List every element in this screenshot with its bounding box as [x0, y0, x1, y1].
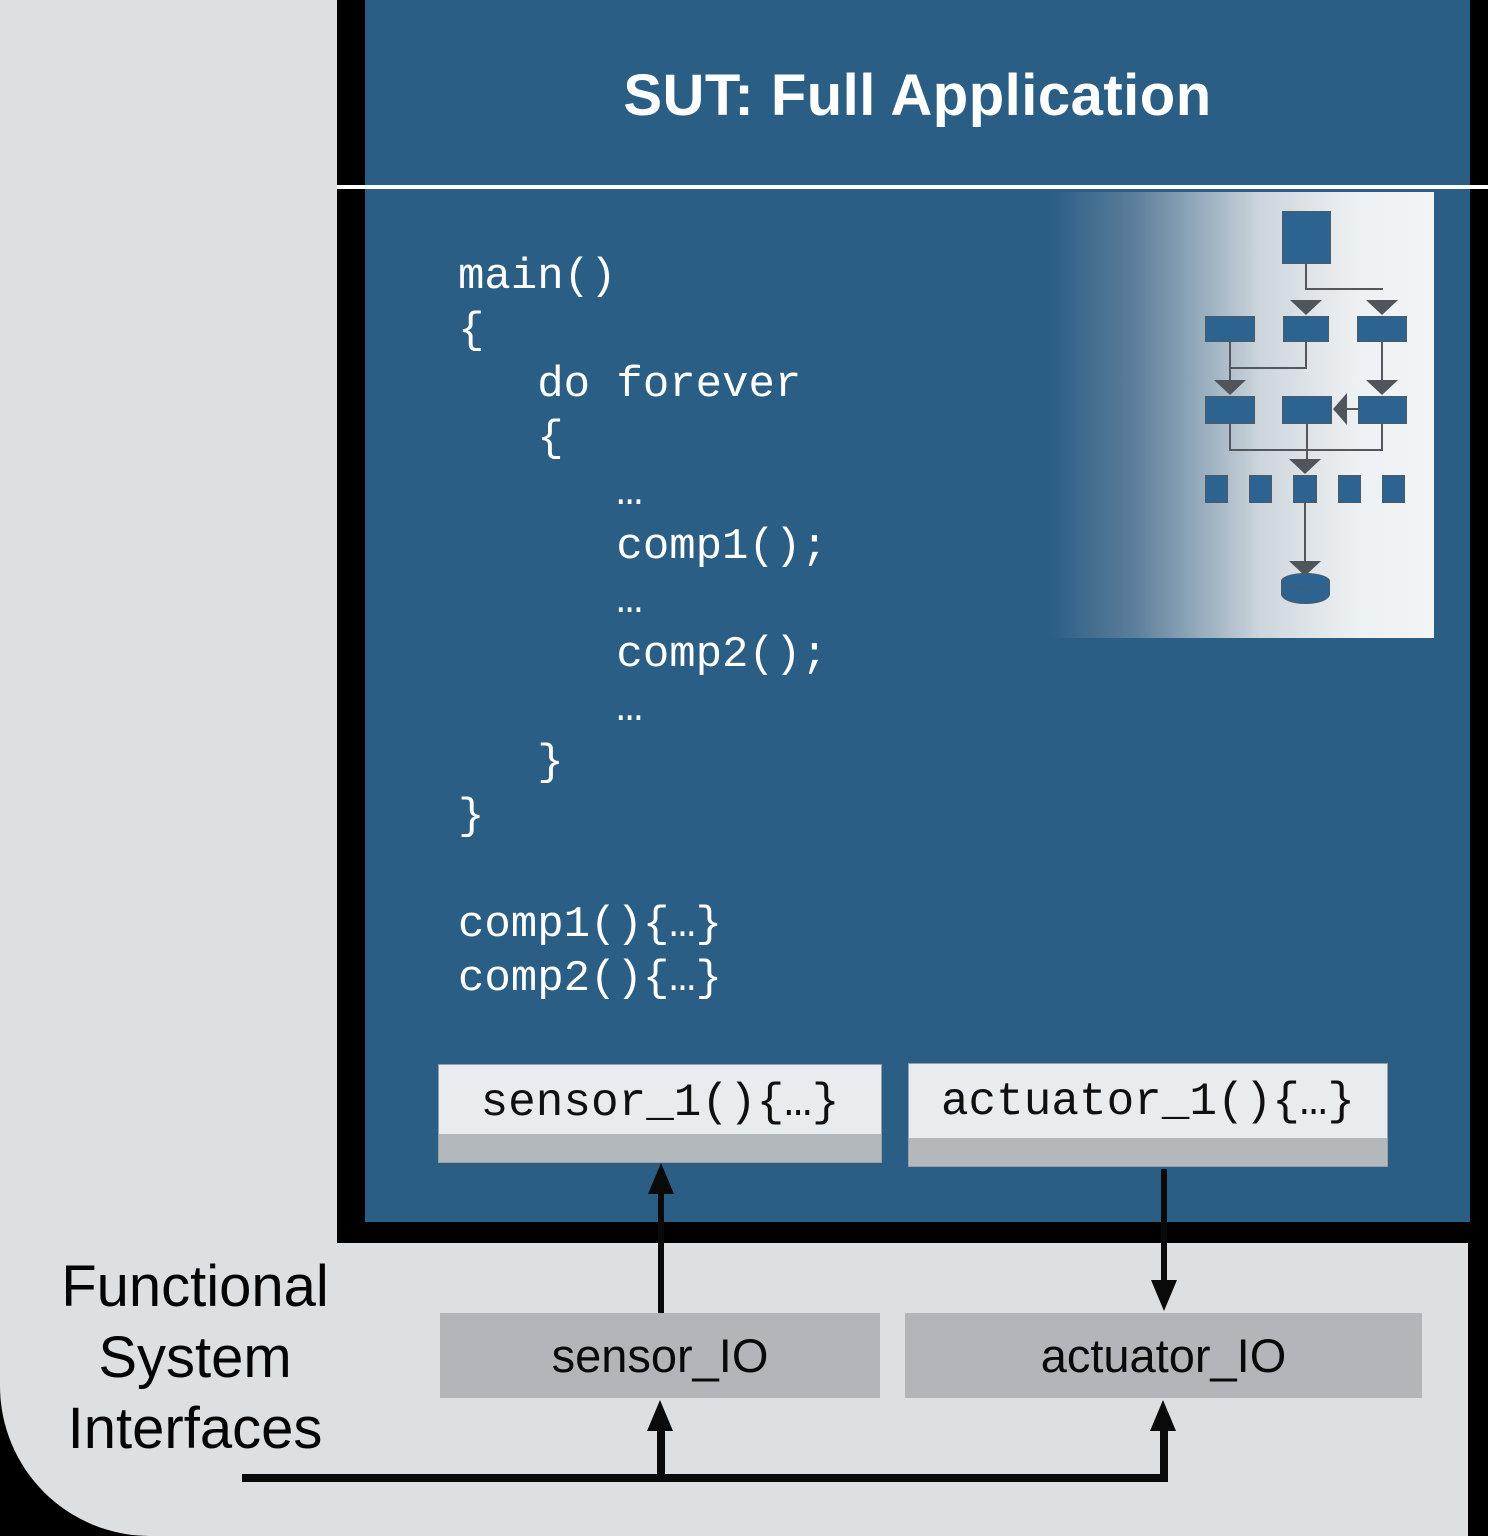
code-line: do forever	[458, 360, 802, 410]
flow-connector	[1229, 342, 1231, 368]
sensor-up-arrow-line	[658, 1192, 664, 1313]
code-line: main()	[458, 252, 617, 302]
sensor-up-arrowhead-icon	[648, 1163, 674, 1194]
flow-connector	[1229, 367, 1307, 369]
sut-application-box: SUT: Full Application main() { do foreve…	[337, 0, 1470, 1243]
actuator-io-up-arrowhead-icon	[1150, 1400, 1176, 1431]
heading-line: Functional	[61, 1254, 329, 1319]
actuator-io-label: actuator_IO	[1040, 1329, 1287, 1382]
flow-arrowhead-icon	[1366, 380, 1398, 395]
code-line: comp2();	[458, 630, 828, 680]
flow-connector	[1381, 342, 1383, 380]
sensor-io-riser-line	[657, 1430, 665, 1478]
flow-node-small	[1382, 475, 1405, 503]
code-line: …	[458, 576, 643, 626]
flow-arrowhead-icon	[1333, 393, 1347, 425]
flow-node-start	[1282, 211, 1331, 264]
title-divider-line	[337, 185, 1488, 189]
actuator-function-box-shade	[909, 1138, 1387, 1166]
code-line: }	[458, 738, 564, 788]
code-line: }	[458, 792, 485, 842]
flow-node-small	[1338, 475, 1361, 503]
code-line: comp1(){…}	[458, 900, 723, 950]
actuator-down-arrowhead-icon	[1151, 1280, 1177, 1311]
flow-connector	[1305, 288, 1383, 290]
code-line: {	[458, 306, 485, 356]
sensor-io-label: sensor_IO	[551, 1329, 769, 1382]
flow-arrowhead-icon	[1366, 300, 1398, 315]
actuator-down-arrow-line	[1161, 1169, 1167, 1281]
sut-title: SUT: Full Application	[623, 63, 1212, 128]
sensor-io-up-arrowhead-icon	[647, 1400, 673, 1431]
flow-connector	[1305, 264, 1307, 289]
flow-connector	[1304, 503, 1306, 562]
flow-node	[1205, 316, 1255, 342]
actuator-function-box: actuator_1(){…}	[908, 1063, 1388, 1167]
flow-node-small	[1293, 475, 1317, 503]
flow-connector	[1347, 408, 1358, 410]
flow-connector	[1306, 424, 1308, 460]
flowchart-inset	[1050, 192, 1434, 638]
functional-system-interfaces-heading: Functional System Interfaces	[20, 1251, 370, 1464]
flow-connector	[1229, 368, 1231, 382]
actuator-io-box: actuator_IO	[905, 1313, 1422, 1398]
sensor-function-box: sensor_1(){…}	[438, 1064, 882, 1163]
actuator-function-label: actuator_1(){…}	[940, 1076, 1356, 1128]
heading-line: System	[98, 1325, 292, 1390]
code-line: comp1();	[458, 522, 828, 572]
actuator-io-riser-line	[1160, 1430, 1168, 1478]
flow-arrowhead-icon	[1214, 380, 1246, 395]
sensor-function-box-shade	[439, 1134, 881, 1162]
heading-line: Interfaces	[67, 1396, 323, 1461]
sensor-io-box: sensor_IO	[440, 1313, 880, 1398]
flow-node	[1205, 396, 1255, 424]
sensor-function-label: sensor_1(){…}	[480, 1077, 840, 1129]
code-line: …	[458, 468, 643, 518]
flow-node	[1283, 316, 1329, 342]
code-line: {	[458, 414, 564, 464]
pseudocode-block: main() { do forever { … comp1(); … comp2…	[458, 250, 828, 1006]
flow-arrowhead-icon	[1290, 300, 1322, 315]
database-cylinder-top	[1281, 573, 1330, 589]
flow-node-small	[1205, 475, 1228, 503]
flow-connector	[1229, 424, 1231, 451]
code-line: comp2(){…}	[458, 954, 723, 1004]
flow-node	[1282, 396, 1332, 424]
flow-connector	[1381, 424, 1383, 451]
code-line: …	[458, 684, 643, 734]
flow-node-small	[1249, 475, 1272, 503]
flow-node	[1358, 396, 1407, 424]
flow-arrowhead-icon	[1289, 561, 1321, 576]
code-line	[458, 844, 828, 898]
flow-connector	[1305, 342, 1307, 368]
flow-arrowhead-icon	[1289, 459, 1321, 474]
external-bus-line	[242, 1474, 1168, 1482]
flow-node	[1357, 316, 1407, 342]
